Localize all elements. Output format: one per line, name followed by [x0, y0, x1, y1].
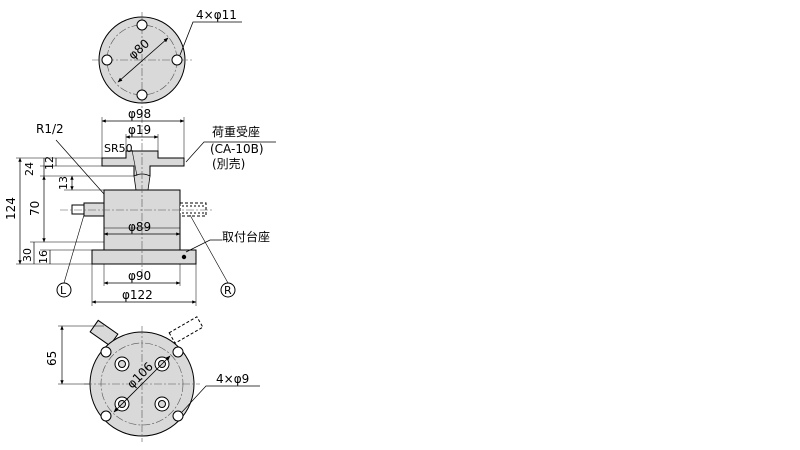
- dim-phi89: φ89: [128, 220, 151, 234]
- top-hole: [136, 89, 148, 101]
- dim-phi90: φ90: [128, 269, 151, 283]
- top-hole: [101, 54, 113, 66]
- left-connector: [83, 202, 105, 217]
- bottom-hole-label: 4×φ9: [216, 372, 249, 386]
- dim-24: 24: [23, 162, 36, 176]
- mount-base-label: 取付台座: [222, 229, 270, 244]
- marker-right: R: [224, 284, 232, 297]
- dim-30: 30: [21, 248, 34, 262]
- marker-right-circle: [220, 282, 236, 298]
- front-view: φ98 φ19 SR50 R1/2 荷重受座 (CA-10B) (別売) φ89…: [4, 107, 276, 306]
- top-hole: [171, 54, 183, 66]
- port-leader: [55, 139, 105, 195]
- mount-base-hole: [181, 254, 187, 260]
- bottom-view: φ106 65 4×φ9: [45, 316, 260, 442]
- mount-base: [91, 249, 197, 265]
- port-label: R1/2: [36, 122, 64, 136]
- dim-65: 65: [45, 351, 59, 366]
- marker-left: L: [60, 284, 67, 297]
- dim-12: 12: [43, 156, 56, 170]
- top-hole: [136, 19, 148, 31]
- top-hole-label: 4×φ11: [196, 8, 237, 22]
- load-seat-note: (別売): [212, 156, 245, 171]
- bottom-mount-hole: [172, 346, 184, 358]
- top-view: φ80 4×φ11: [92, 8, 242, 108]
- sr50-leader: [131, 149, 138, 177]
- marker-left-circle: [56, 282, 72, 298]
- dim-16: 16: [37, 250, 50, 264]
- pcd-dimension-line: [117, 37, 169, 83]
- marker-right-leader: [189, 214, 229, 284]
- dim-phi122: φ122: [122, 288, 153, 302]
- bottom-mount-hole: [100, 410, 112, 422]
- dim-13: 13: [57, 176, 70, 190]
- dim-phi98: φ98: [128, 107, 151, 121]
- dim-sr50: SR50: [104, 142, 133, 155]
- left-connector-tip: [71, 204, 85, 215]
- pcd-dimension-line: [113, 355, 171, 413]
- bottom-mount-hole: [100, 346, 112, 358]
- dim-124: 124: [4, 197, 18, 220]
- dim-phi19: φ19: [128, 123, 151, 137]
- right-connector: [179, 202, 207, 217]
- bottom-right-connector: [168, 316, 204, 344]
- marker-left-leader: [63, 214, 85, 284]
- mount-base-leader: [185, 239, 222, 253]
- top-hole-leader: [179, 21, 242, 56]
- bottom-hole-leader: [181, 385, 260, 413]
- dim-70: 70: [28, 201, 42, 216]
- load-seat-leader: [185, 141, 276, 163]
- load-seat-label: 荷重受座: [212, 124, 260, 139]
- load-seat-model: (CA-10B): [210, 142, 264, 156]
- bottom-mount-hole: [172, 410, 184, 422]
